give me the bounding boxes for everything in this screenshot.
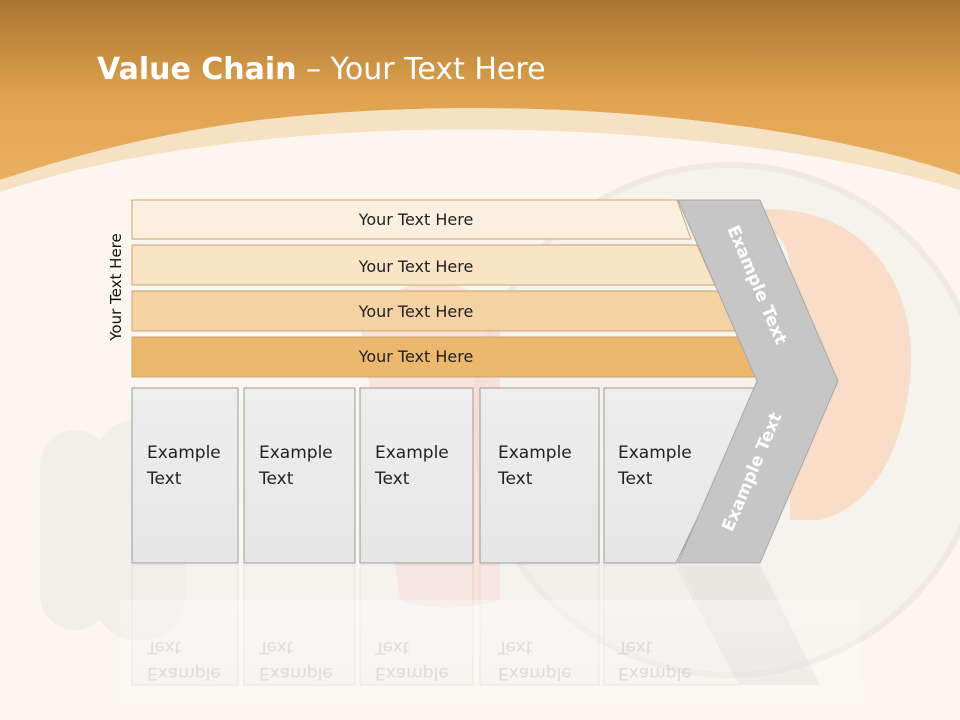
box-3-refl-line2: Text [375,637,410,657]
title-rest: – Your Text Here [296,52,546,87]
bar-1-label: Your Text Here [358,210,474,229]
box-5-line1: Example [618,443,692,463]
box-1-text: Example Text [147,440,221,492]
box-4-line1: Example [498,443,572,463]
box-5-line2: Text [618,469,653,489]
chevron-arrow [677,199,839,564]
box-4-text: Example Text [498,440,572,492]
box-4-line2: Text [498,469,533,489]
box-3-reflection-text: Example Text [375,634,449,686]
box-3-line1: Example [375,443,449,463]
box-2-line2: Text [259,469,294,489]
title-bold: Value Chain [97,52,297,87]
box-1-refl-line1: Example [147,663,221,683]
box-3-text: Example Text [375,440,449,492]
box-5-reflection-text: Example Text [618,634,692,686]
box-4-reflection-text: Example Text [498,634,572,686]
box-4 [479,387,600,564]
box-1-line1: Example [147,443,221,463]
header-band [0,0,960,180]
bar-2-label: Your Text Here [358,257,474,276]
box-2 [243,387,356,564]
box-3-line2: Text [375,469,410,489]
box-2-refl-line1: Example [259,663,333,683]
box-1-refl-line2: Text [147,637,182,657]
box-5-refl-line2: Text [618,637,653,657]
page-title: Value Chain – Your Text Here [97,52,546,87]
bar-4-label: Your Text Here [358,347,474,366]
header-wave-light [0,108,960,192]
box-5-text: Example Text [618,440,692,492]
side-label: Your Text Here [107,233,125,341]
box-4-refl-line2: Text [498,637,533,657]
box-3 [359,387,474,564]
reflection-fade [120,600,860,720]
box-2-refl-line2: Text [259,637,294,657]
box-1-reflection-text: Example Text [147,634,221,686]
box-5-refl-line1: Example [618,663,692,683]
bar-1-shape [131,199,692,240]
box-1-line2: Text [147,469,182,489]
box-4-refl-line1: Example [498,663,572,683]
box-2-reflection-text: Example Text [259,634,333,686]
box-3-refl-line1: Example [375,663,449,683]
box-1 [131,387,239,564]
box-2-text: Example Text [259,440,333,492]
box-5 [603,387,761,564]
box-2-line1: Example [259,443,333,463]
bar-3-label: Your Text Here [358,302,474,321]
